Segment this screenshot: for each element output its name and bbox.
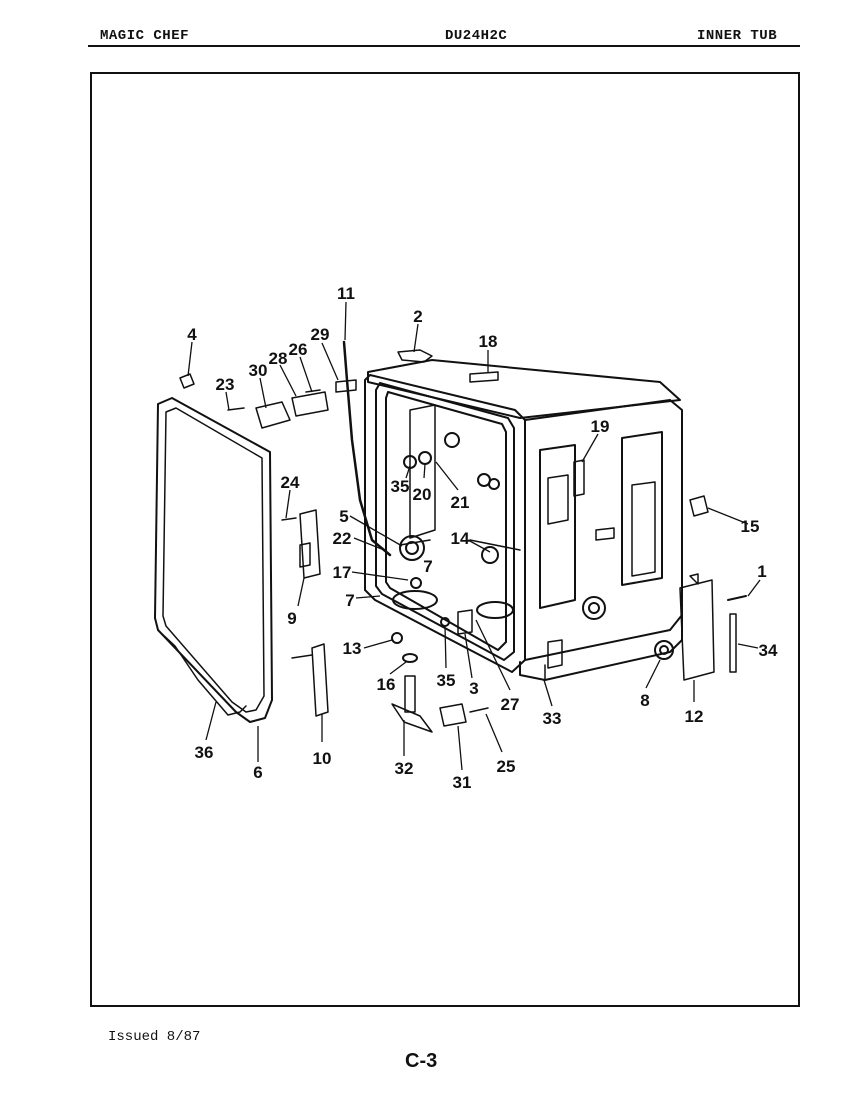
hose xyxy=(342,340,392,557)
header-model: DU24H2C xyxy=(445,28,508,44)
callout-20: 20 xyxy=(413,485,432,504)
tub-side xyxy=(524,399,683,661)
callout-24: 24 xyxy=(281,473,300,492)
callout-35-upper: 35 xyxy=(391,477,410,496)
callout-34: 34 xyxy=(759,641,778,660)
callout-25: 25 xyxy=(497,757,516,776)
page-number: C-3 xyxy=(405,1050,438,1072)
callout-4: 4 xyxy=(187,325,197,344)
callout-2: 2 xyxy=(413,307,422,326)
diagram-frame xyxy=(90,72,800,1007)
callout-14: 14 xyxy=(451,529,470,548)
callout-13: 13 xyxy=(343,639,362,658)
callout-15: 15 xyxy=(741,517,760,536)
callout-10: 10 xyxy=(313,749,332,768)
callout-9: 9 xyxy=(287,609,296,628)
callout-3: 3 xyxy=(469,679,478,698)
callout-6: 6 xyxy=(253,763,262,782)
callout-1: 1 xyxy=(757,562,766,581)
header-brand: MAGIC CHEF xyxy=(100,28,190,44)
callout-7-upper: 7 xyxy=(423,557,432,576)
callout-30: 30 xyxy=(249,361,268,380)
callout-7-lower: 7 xyxy=(345,591,354,610)
door-gasket xyxy=(154,397,273,723)
issued-date: Issued 8/87 xyxy=(108,1029,201,1045)
callout-36: 36 xyxy=(195,743,214,762)
tub-front-flange xyxy=(364,374,526,673)
callout-18: 18 xyxy=(479,332,498,351)
callout-27: 27 xyxy=(501,695,520,714)
header-rule xyxy=(88,45,800,47)
callout-5: 5 xyxy=(339,507,348,526)
header-section: INNER TUB xyxy=(697,28,778,44)
callout-12: 12 xyxy=(685,707,704,726)
tub-top xyxy=(367,359,681,419)
callout-32: 32 xyxy=(395,759,414,778)
callout-16: 16 xyxy=(377,675,396,694)
callout-26: 26 xyxy=(289,340,308,359)
callout-22: 22 xyxy=(333,529,352,548)
callout-11: 11 xyxy=(337,284,355,303)
callout-28: 28 xyxy=(269,349,288,368)
callout-33: 33 xyxy=(543,709,562,728)
callout-8: 8 xyxy=(640,691,649,710)
callout-19: 19 xyxy=(591,417,610,436)
callout-31: 31 xyxy=(453,773,472,792)
callout-23: 23 xyxy=(216,375,235,394)
callout-21: 21 xyxy=(451,493,470,512)
callout-29: 29 xyxy=(311,325,330,344)
callout-35-lower: 35 xyxy=(437,671,456,690)
callout-17: 17 xyxy=(333,563,352,582)
